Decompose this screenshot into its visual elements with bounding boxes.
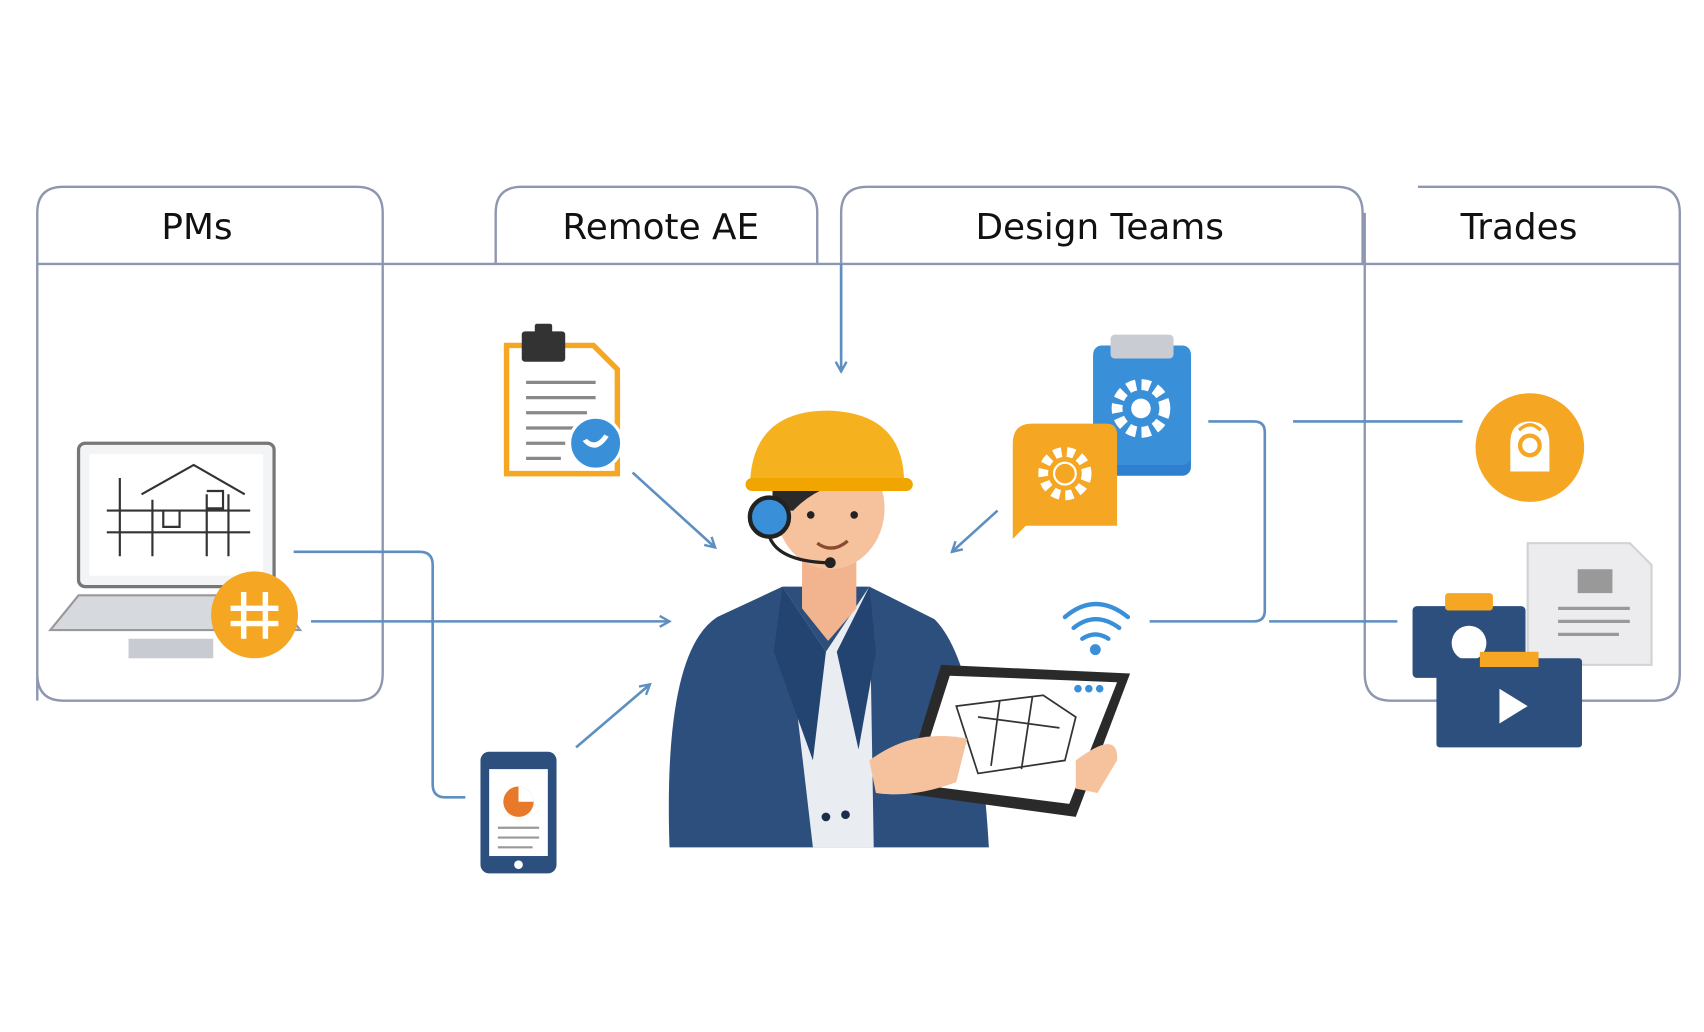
trades-bell-icon [1475, 393, 1585, 502]
lane-label-trades: Trades [1460, 207, 1578, 248]
arrow-mobile-to-person [575, 684, 650, 749]
document-bird-icon [503, 323, 624, 477]
connector-pm-mobile [293, 550, 466, 799]
lane-remote-ae: Remote AE [494, 185, 819, 264]
lane-pms: PMs [36, 185, 384, 702]
wifi-icon [1062, 601, 1131, 656]
media-files-icon [1412, 542, 1653, 748]
mobile-chart-icon [480, 751, 557, 874]
arrow-doc-to-person [631, 471, 716, 548]
lane-design-teams: Design Teams [839, 185, 1364, 359]
flow-arrows [293, 263, 1463, 799]
clipboard-gear-icon [1093, 334, 1191, 476]
lane-label-design-teams: Design Teams [975, 207, 1223, 248]
connector-design-wifi [1149, 420, 1267, 623]
engineer-with-tablet-illustration [668, 410, 1131, 848]
lane-label-remote-ae: Remote AE [562, 207, 759, 248]
chat-gear-icon [1012, 423, 1118, 539]
lane-trades: Trades [1363, 185, 1681, 702]
lane-label-pms: PMs [161, 207, 232, 248]
laptop-blueprint-icon [48, 441, 303, 659]
arrow-chat-to-person [952, 509, 999, 552]
